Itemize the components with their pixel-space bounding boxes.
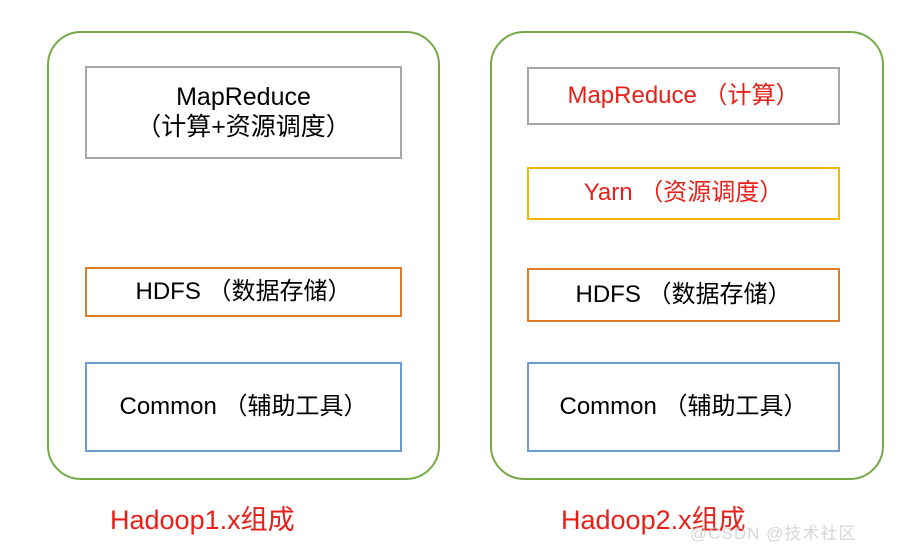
hadoop2x-yarn-box: Yarn （资源调度） <box>527 167 840 220</box>
hadoop2x-mapreduce-box: MapReduce （计算） <box>527 67 840 125</box>
hadoop2x-group-container <box>490 31 884 480</box>
hadoop1x-mapreduce-label-line2: （计算+资源调度） <box>136 112 351 141</box>
hadoop2x-common-label: Common （辅助工具） <box>559 392 808 420</box>
hadoop1x-common-box: Common （辅助工具） <box>85 362 402 452</box>
hadoop1x-hdfs-box: HDFS （数据存储） <box>85 267 402 317</box>
watermark-text: @CSDN @技术社区 <box>690 524 857 543</box>
hadoop1x-caption: Hadoop1.x组成 <box>110 505 295 535</box>
hadoop2x-hdfs-label: HDFS （数据存储） <box>575 280 792 308</box>
hadoop1x-hdfs-label: HDFS （数据存储） <box>135 277 352 305</box>
hadoop1x-group-container <box>47 31 440 480</box>
hadoop2x-mapreduce-label: MapReduce （计算） <box>567 81 800 109</box>
hadoop2x-caption: Hadoop2.x组成 <box>561 505 746 535</box>
hadoop1x-mapreduce-label-line1: MapReduce <box>176 83 311 111</box>
hadoop2x-common-box: Common （辅助工具） <box>527 362 840 452</box>
hadoop2x-yarn-label: Yarn （资源调度） <box>583 179 784 207</box>
hadoop1x-mapreduce-box: MapReduce （计算+资源调度） <box>85 66 402 159</box>
hadoop1x-common-label: Common （辅助工具） <box>119 392 368 420</box>
hadoop2x-hdfs-box: HDFS （数据存储） <box>527 268 840 322</box>
